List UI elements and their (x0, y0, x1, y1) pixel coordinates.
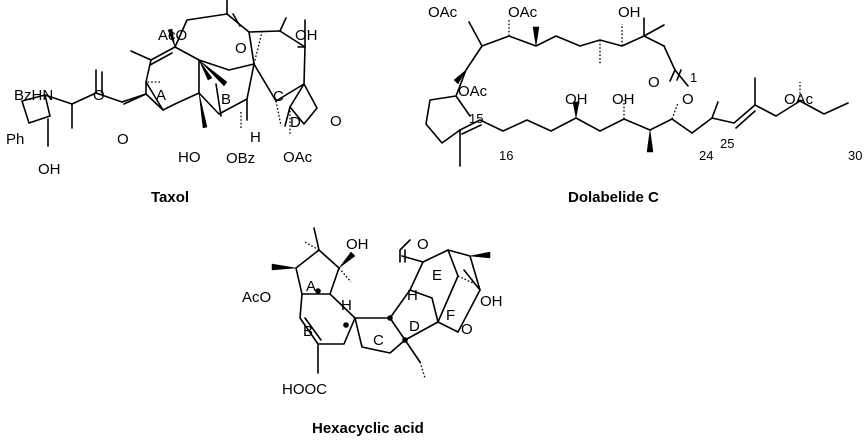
dolabelide-oh-top: OH (618, 4, 641, 21)
dolabelide-c24: 24 (699, 148, 713, 163)
dolabelide-c15: 15 (469, 111, 483, 126)
taxol-caption: Taxol (151, 189, 189, 206)
dolabelide-oac-1: OAc (428, 4, 458, 21)
dolabelide-oac-2: OAc (508, 4, 538, 21)
dolabelide-c16: 16 (499, 148, 513, 163)
dolabelide-ester-o: O (682, 91, 694, 108)
hexacyclic-ring-a: A (306, 278, 316, 295)
dolabelide-c1: 1 (690, 70, 697, 85)
taxol-oac: OAc (283, 149, 313, 166)
hexacyclic-oh-right: OH (480, 293, 503, 310)
dolabelide-oh-1: OH (565, 91, 588, 108)
taxol-ring-c: C (273, 88, 284, 105)
hexacyclic-hooc: HOOC (282, 381, 327, 398)
taxol-ring-b: B (221, 91, 231, 108)
hexacyclic-ring-f: F (446, 307, 455, 324)
taxol-ring-d: D (290, 114, 301, 131)
hexacyclic-acid-structure: OH O A AcO E H OH B H D F O C HOOC Hexac… (242, 227, 503, 437)
hexacyclic-ring-d: D (409, 318, 420, 335)
hexacyclic-ring-e: E (432, 267, 442, 284)
taxol-ester-o: O (93, 87, 105, 104)
hexacyclic-ring-c: C (373, 332, 384, 349)
taxol-oh-top: OH (295, 27, 318, 44)
dolabelide-c-structure: OAc OAc OH O 1 OAc OH OH O OAc 15 16 24 … (425, 4, 862, 206)
dolabelide-carbonyl-o: O (648, 74, 660, 91)
dolabelide-oh-2: OH (612, 91, 635, 108)
taxol-structure: AcO O OH BzHN O A B C D Ph O H O OH HO O… (6, 0, 342, 206)
dolabelide-c25: 25 (720, 136, 734, 151)
hexacyclic-h-upper: H (407, 287, 418, 304)
taxol-ring-a: A (156, 87, 166, 104)
dolabelide-c30: 30 (848, 148, 862, 163)
taxol-oxetane-o: O (330, 113, 342, 130)
dolabelide-oac-3: OAc (458, 83, 488, 100)
taxol-ester-link-o: O (117, 131, 129, 148)
hexacyclic-ether-o: O (461, 321, 473, 338)
hexacyclic-aco: AcO (242, 289, 271, 306)
hexacyclic-oh-top: OH (346, 236, 369, 253)
hexacyclic-ring-b: B (303, 323, 313, 340)
hexacyclic-caption: Hexacyclic acid (312, 420, 424, 437)
taxol-bzhn: BzHN (14, 87, 53, 104)
dolabelide-oac-4: OAc (784, 91, 814, 108)
dolabelide-caption: Dolabelide C (568, 189, 659, 206)
taxol-h: H (250, 129, 261, 146)
taxol-ho: HO (178, 149, 201, 166)
hexacyclic-lactone-o: O (417, 236, 429, 253)
taxol-aco-top: AcO (158, 27, 187, 44)
taxol-carbonyl-o: O (235, 40, 247, 57)
hexacyclic-h-lower: H (341, 297, 352, 314)
taxol-oh-bottom: OH (38, 161, 61, 178)
taxol-ph: Ph (6, 131, 24, 148)
taxol-obz: OBz (226, 150, 255, 167)
